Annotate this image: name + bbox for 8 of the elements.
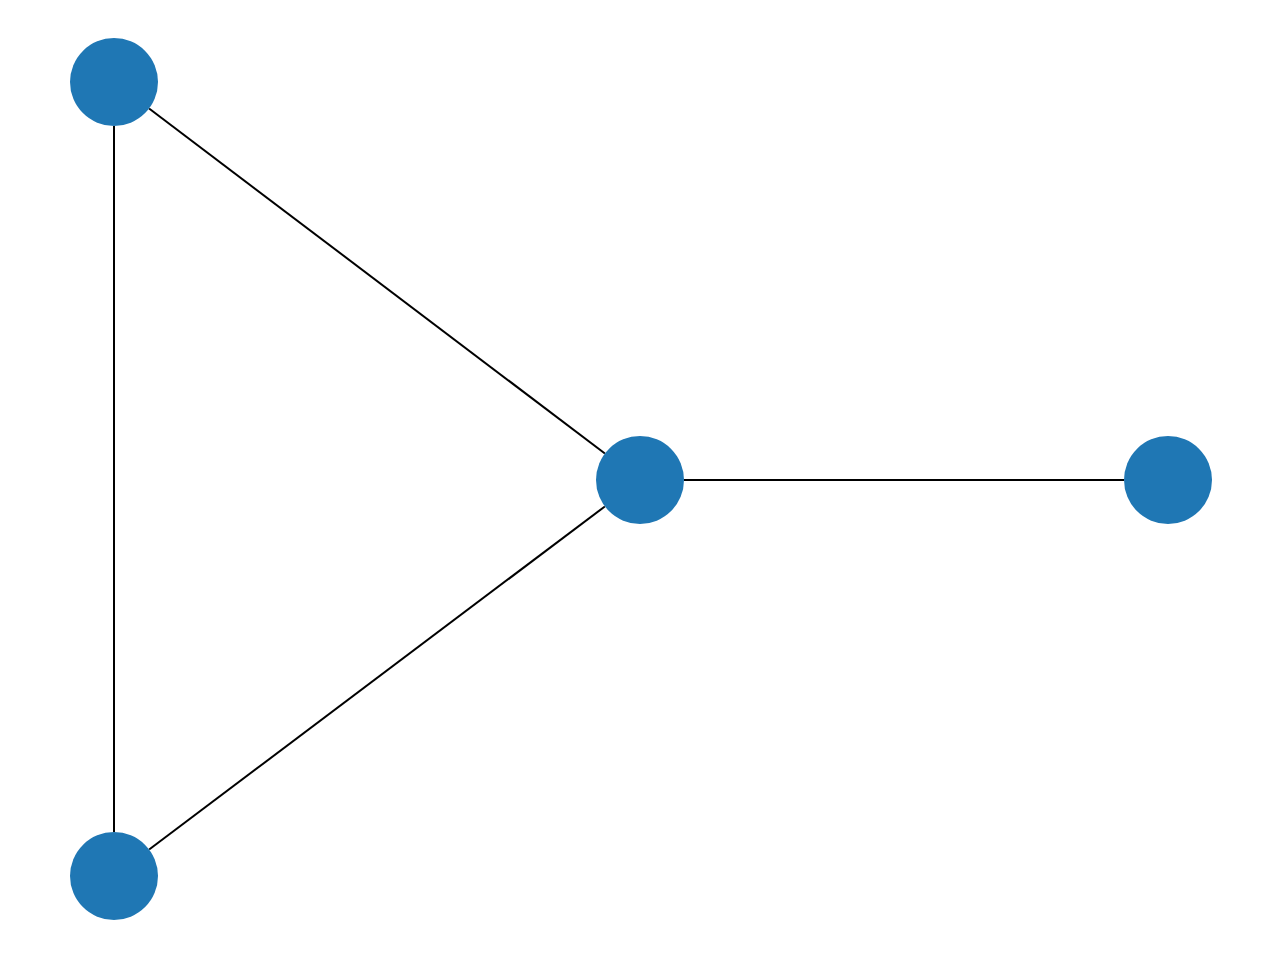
connector-line: [148, 107, 606, 455]
connector-line: [113, 125, 115, 833]
connector-line: [148, 505, 606, 851]
node-circle: [70, 38, 158, 126]
connector-line: [683, 479, 1125, 481]
node-circle: [1124, 436, 1212, 524]
node-circle: [596, 436, 684, 524]
node-circle: [70, 832, 158, 920]
